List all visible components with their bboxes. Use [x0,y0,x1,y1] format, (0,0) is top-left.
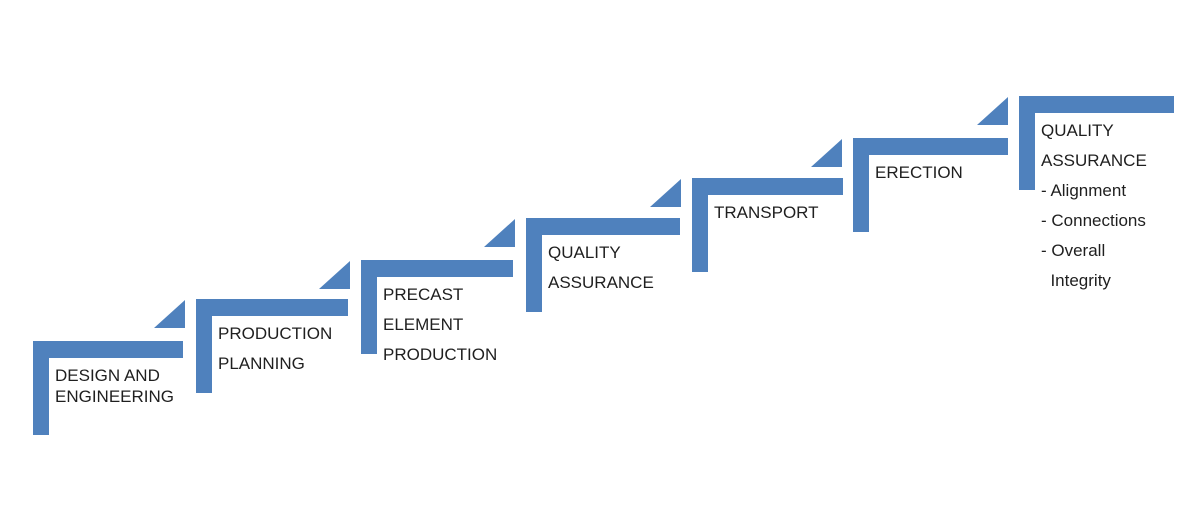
step-label-line: - Connections [1041,211,1146,230]
step-horizontal-bar [692,178,843,195]
up-step-triangle-icon [811,139,842,167]
step-label-line: TRANSPORT [714,203,819,222]
step-label-line: ELEMENT [383,315,464,334]
step-label: PRODUCTION PLANNING [218,319,378,379]
up-step-triangle-icon [154,300,185,328]
step-label-line: QUALITY [548,243,621,262]
step-label-line: Integrity [1041,271,1111,290]
step-horizontal-bar [33,341,183,358]
step-label-line: - Overall [1041,241,1106,260]
step-label-line: PRODUCTION [218,324,333,343]
step-vertical-bar [692,178,708,272]
step-label-line: PRECAST [383,285,464,304]
step-label-line: ENGINEERING [55,387,175,406]
step-horizontal-bar [361,260,513,277]
step-vertical-bar [853,138,869,232]
step-label: QUALITY ASSURANCE - Alignment - Connections… [1041,116,1200,296]
step-horizontal-bar [196,299,348,316]
step-vertical-bar [33,341,49,435]
step-horizontal-bar [853,138,1008,155]
step-vertical-bar [361,260,377,354]
step-label-line: QUALITY [1041,121,1114,140]
up-step-triangle-icon [977,97,1008,125]
step-horizontal-bar [1019,96,1174,113]
step-label-line: DESIGN AND [55,366,160,385]
step-vertical-bar [1019,96,1035,190]
step-label-line: ERECTION [875,163,963,182]
step-label-line: - Alignment [1041,181,1127,200]
step-label-line: ASSURANCE [1041,151,1147,170]
step-horizontal-bar [526,218,680,235]
step-label-line: PRODUCTION [383,345,498,364]
step-vertical-bar [526,218,542,312]
step-label: TRANSPORT [714,198,874,228]
step-label-line: PLANNING [218,354,305,373]
step-label: PRECAST ELEMENT PRODUCTION [383,280,543,370]
up-step-triangle-icon [484,219,515,247]
step-vertical-bar [196,299,212,393]
step-label: DESIGN AND ENGINEERING [55,365,215,407]
step-label-line: ASSURANCE [548,273,654,292]
step-label: ERECTION [875,158,1035,188]
up-step-triangle-icon [319,261,350,289]
step-label: QUALITY ASSURANCE [548,238,708,298]
up-step-triangle-icon [650,179,681,207]
